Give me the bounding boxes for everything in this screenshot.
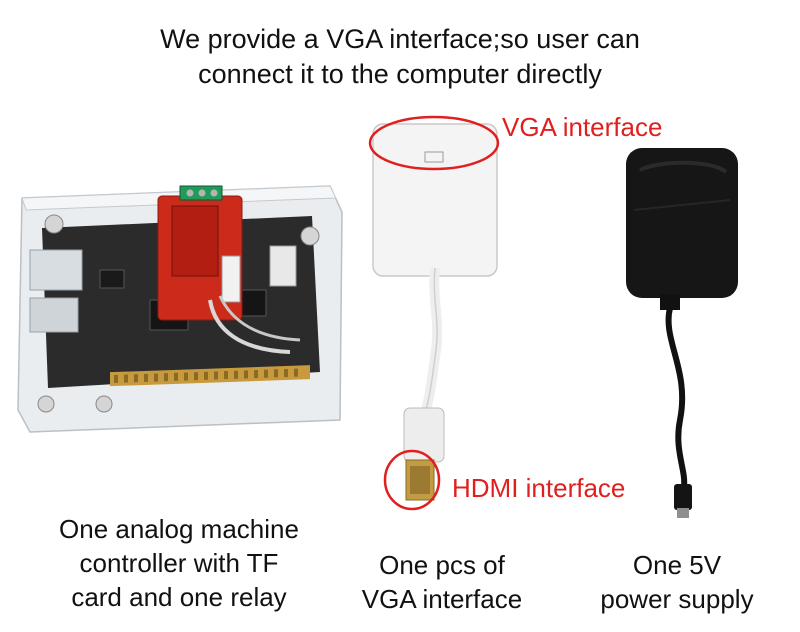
vga-caption-line-2: VGA interface xyxy=(361,584,523,614)
hdmi-callout-circle xyxy=(383,449,441,511)
relay-module xyxy=(157,185,243,321)
controller-board-photo xyxy=(17,185,343,433)
controller-caption: One analog machine controller with TF ca… xyxy=(14,512,344,614)
vga-interface-label: VGA interface xyxy=(502,112,663,142)
vga-caption: One pcs of VGA interface xyxy=(342,548,542,616)
headline-line-1: We provide a VGA interface;so user can xyxy=(160,24,640,54)
power-caption: One 5V power supply xyxy=(572,548,782,616)
controller-caption-line-3: card and one relay xyxy=(71,582,287,612)
controller-caption-line-1: One analog machine xyxy=(59,514,299,544)
power-caption-line-1: One 5V xyxy=(632,550,722,580)
vga-callout-circle xyxy=(368,115,500,171)
headline-line-2: connect it to the computer directly xyxy=(198,59,602,89)
power-caption-line-2: power supply xyxy=(600,584,754,614)
controller-caption-line-2: controller with TF xyxy=(79,548,279,578)
hdmi-interface-label: HDMI interface xyxy=(452,473,626,503)
power-supply-photo xyxy=(626,148,738,518)
vga-adapter-photo xyxy=(372,123,498,501)
vga-caption-line-1: One pcs of xyxy=(379,550,505,580)
headline: We provide a VGA interface;so user can c… xyxy=(0,22,800,92)
